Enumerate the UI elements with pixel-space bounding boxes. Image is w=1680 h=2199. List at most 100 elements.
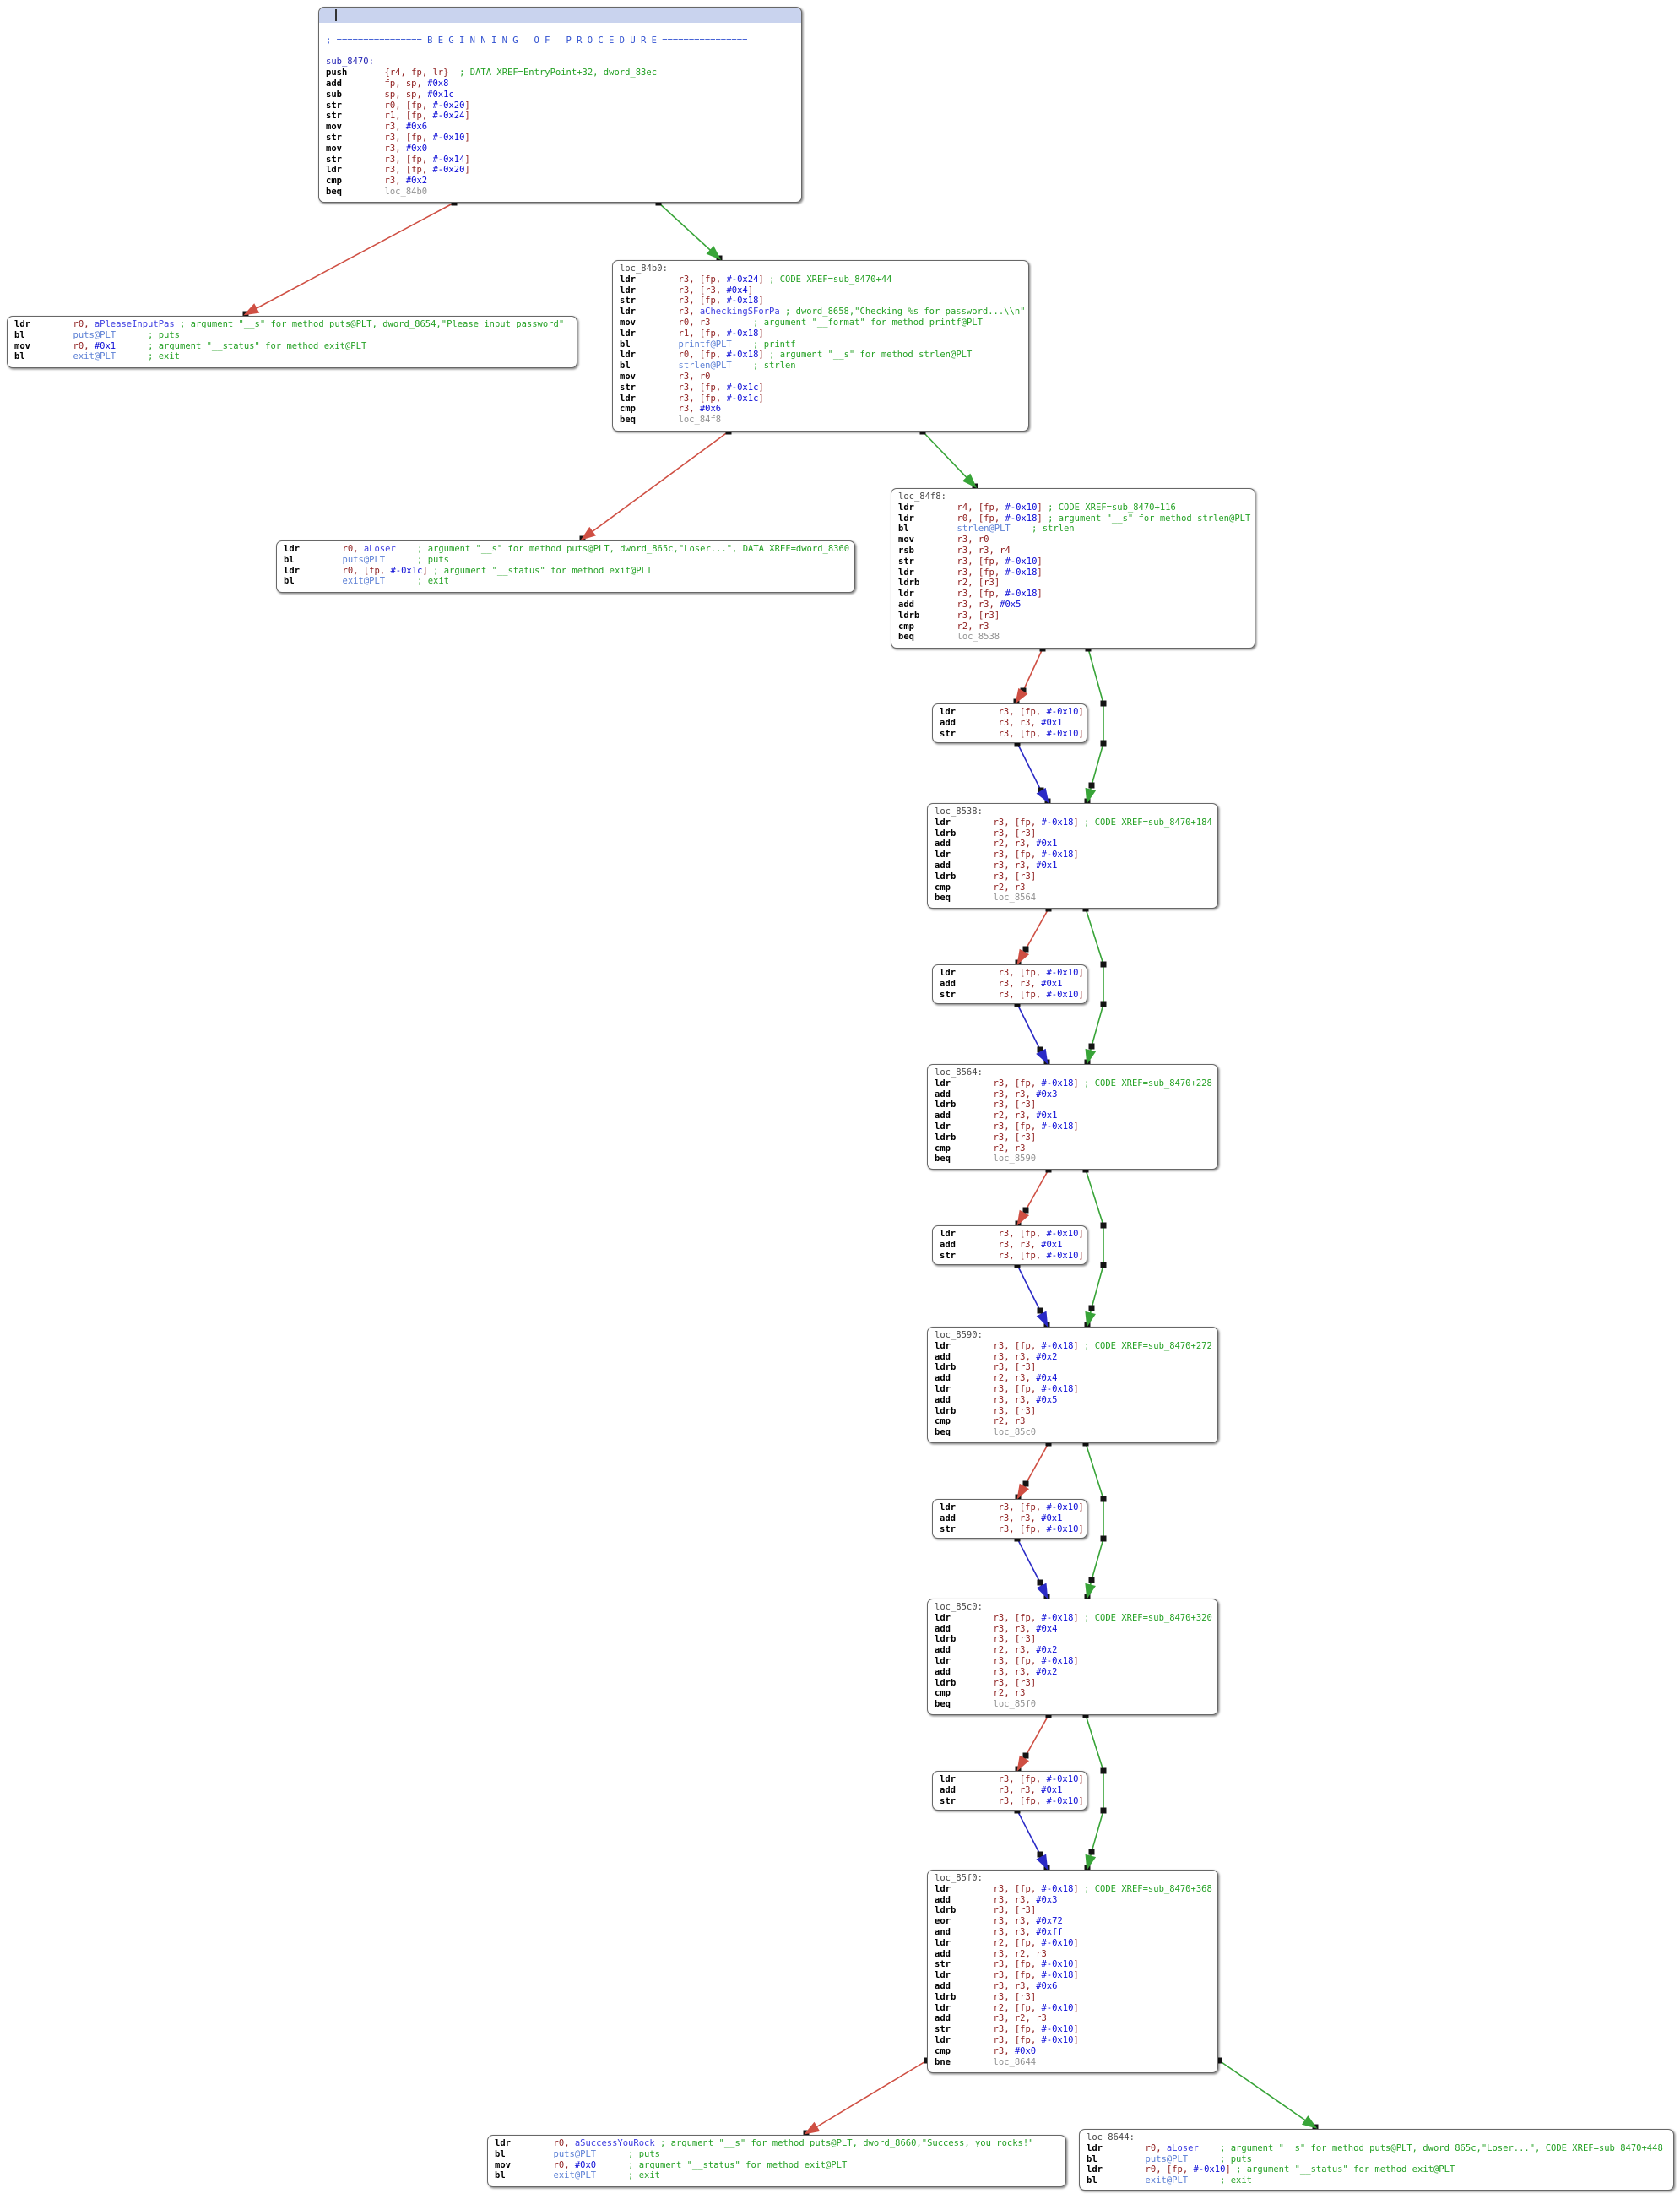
edge-arrowhead (1016, 1209, 1030, 1226)
edge-waypoint (1100, 961, 1107, 968)
edge-arrowhead (1016, 948, 1030, 965)
selection-highlight[interactable] (319, 8, 801, 23)
edge-loc_8590-to-inc4 (1015, 1440, 1052, 1501)
edge-loc_85f0-to-loc_8644 (1216, 2057, 1319, 2131)
edge-waypoint (1022, 1207, 1029, 1214)
edge-arrowhead (1036, 1311, 1049, 1328)
block-label: loc_8564: (935, 1067, 983, 1078)
edge-waypoint (1100, 1535, 1107, 1542)
edge-arrowhead (1016, 1483, 1030, 1500)
edge-loc_8538-to-inc2 (1015, 905, 1052, 966)
edge-arrowhead (706, 246, 722, 261)
edge-arrowhead (1085, 787, 1097, 804)
edge-waypoint (1100, 1222, 1107, 1229)
block-label: sub_8470: (326, 57, 374, 68)
edge-arrowhead (1036, 787, 1049, 804)
edge-entry-to-please (242, 199, 458, 318)
edge-arrowhead (1085, 1854, 1097, 1871)
edge-arrowhead (804, 2121, 821, 2135)
edge-arrowhead (1036, 1048, 1049, 1065)
banner-comment: ; ================ B E G I N N I N G O F… (326, 35, 748, 46)
edge-arrowhead (1016, 1755, 1030, 1772)
edge-arrowhead (243, 303, 260, 316)
edge-waypoint (1037, 1579, 1043, 1586)
edge-loc_84b0-to-loser1 (579, 428, 732, 542)
instruction-line: push{r4, fp, lr} ; DATA XREF=EntryPoint+… (326, 68, 658, 79)
edge-waypoint (1088, 1577, 1095, 1583)
edge-entry-to-loc_84b0 (655, 199, 723, 262)
block-label: loc_8644: (1087, 2132, 1135, 2142)
edge-waypoint (1037, 1307, 1043, 1314)
edge-waypoint (1100, 700, 1107, 707)
basic-block-entry[interactable]: ; ================ B E G I N N I N G O F… (318, 7, 802, 203)
